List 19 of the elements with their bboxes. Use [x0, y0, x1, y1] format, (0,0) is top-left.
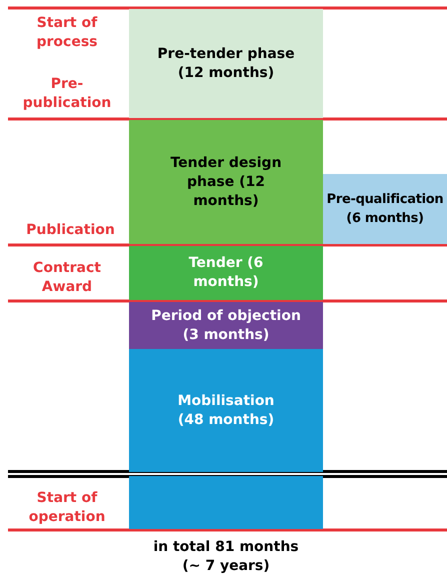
total-duration-label: in total 81 months (~ 7 years) — [152, 538, 300, 576]
milestone-label: Start of operation — [28, 489, 106, 527]
phase-bar — [129, 349, 323, 472]
phase-label: Mobilisation (48 months) — [176, 392, 276, 430]
milestone-label: Contract Award — [32, 259, 102, 297]
phase-label: Tender design phase (12 months) — [169, 154, 283, 210]
phase-label: Pre-tender phase (12 months) — [156, 44, 296, 82]
phase-bar — [129, 246, 323, 300]
phase-label: Period of objection (3 months) — [150, 306, 302, 344]
phase-label: Pre-qualification (6 months) — [326, 191, 444, 228]
phase-label: Tender (6 months) — [188, 254, 264, 292]
phase-bar — [129, 302, 323, 349]
milestone-label: Pre-publication — [22, 75, 112, 113]
phase-bar — [323, 174, 447, 244]
milestone-label: Publication — [25, 221, 116, 240]
phase-bar — [129, 120, 323, 244]
milestone-label: Start of process — [35, 14, 98, 52]
phase-bar — [129, 9, 323, 118]
phase-bar — [129, 476, 323, 529]
